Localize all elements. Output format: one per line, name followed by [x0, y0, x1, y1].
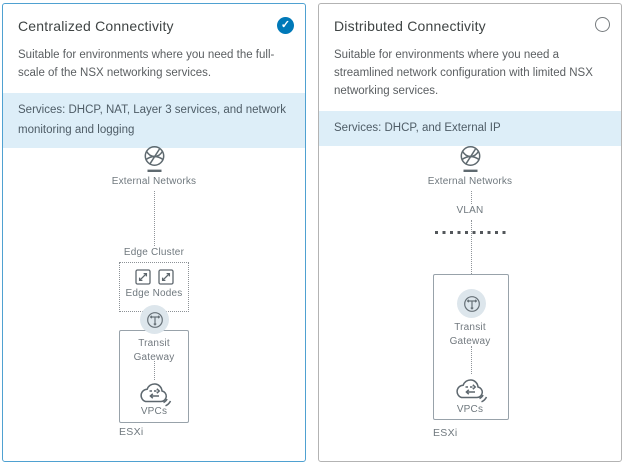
- transit-gateway-label: Transit Gateway: [133, 338, 175, 363]
- card-header: Centralized Connectivity ✓: [3, 4, 305, 34]
- card-header: Distributed Connectivity: [319, 4, 621, 34]
- cloud-arrows-icon: [456, 379, 488, 403]
- radio-unselected-icon[interactable]: [595, 17, 610, 32]
- connector-line: [154, 191, 155, 246]
- connector-line: [471, 220, 472, 288]
- edge-nodes-label: Edge Nodes: [125, 288, 183, 299]
- gateway-icon: [457, 289, 486, 318]
- services-banner: Services: DHCP, and External IP: [319, 111, 621, 146]
- edge-node-icon: [134, 269, 151, 285]
- esxi-box: [433, 274, 509, 420]
- connector-line: [154, 361, 155, 380]
- vpcs-label: VPCs: [140, 406, 168, 417]
- edge-cluster-label: Edge Cluster: [123, 247, 185, 258]
- connector-line: [471, 191, 472, 204]
- card-distributed-connectivity[interactable]: Distributed Connectivity Suitable for en…: [318, 3, 622, 462]
- vlan-segment-line: [435, 231, 507, 234]
- globe-icon: [460, 146, 481, 172]
- esxi-box: [119, 330, 189, 423]
- vlan-label: VLAN: [456, 205, 484, 216]
- esxi-label: ESXi: [119, 426, 144, 438]
- card-title: Distributed Connectivity: [334, 18, 486, 34]
- external-networks-label: External Networks: [427, 176, 513, 187]
- edge-node-icon: [157, 269, 174, 285]
- cloud-arrows-icon: [140, 383, 172, 407]
- edge-cluster-box: Edge Nodes: [119, 262, 189, 312]
- vpcs-label: VPCs: [456, 404, 484, 415]
- card-description: Suitable for environments where you need…: [18, 49, 275, 80]
- connector-line: [471, 346, 472, 374]
- card-description: Suitable for environments where you need…: [334, 49, 593, 98]
- globe-icon: [144, 146, 165, 172]
- edge-nodes-icons: [134, 269, 174, 285]
- radio-selected-icon[interactable]: ✓: [277, 17, 294, 34]
- transit-gateway-label: Transit Gateway: [449, 322, 491, 347]
- card-centralized-connectivity[interactable]: Centralized Connectivity ✓ Suitable for …: [2, 3, 306, 462]
- gateway-icon: [140, 305, 169, 334]
- esxi-label: ESXi: [433, 427, 458, 439]
- services-banner: Services: DHCP, NAT, Layer 3 services, a…: [3, 93, 305, 148]
- external-networks-label: External Networks: [111, 176, 197, 187]
- card-title: Centralized Connectivity: [18, 18, 174, 34]
